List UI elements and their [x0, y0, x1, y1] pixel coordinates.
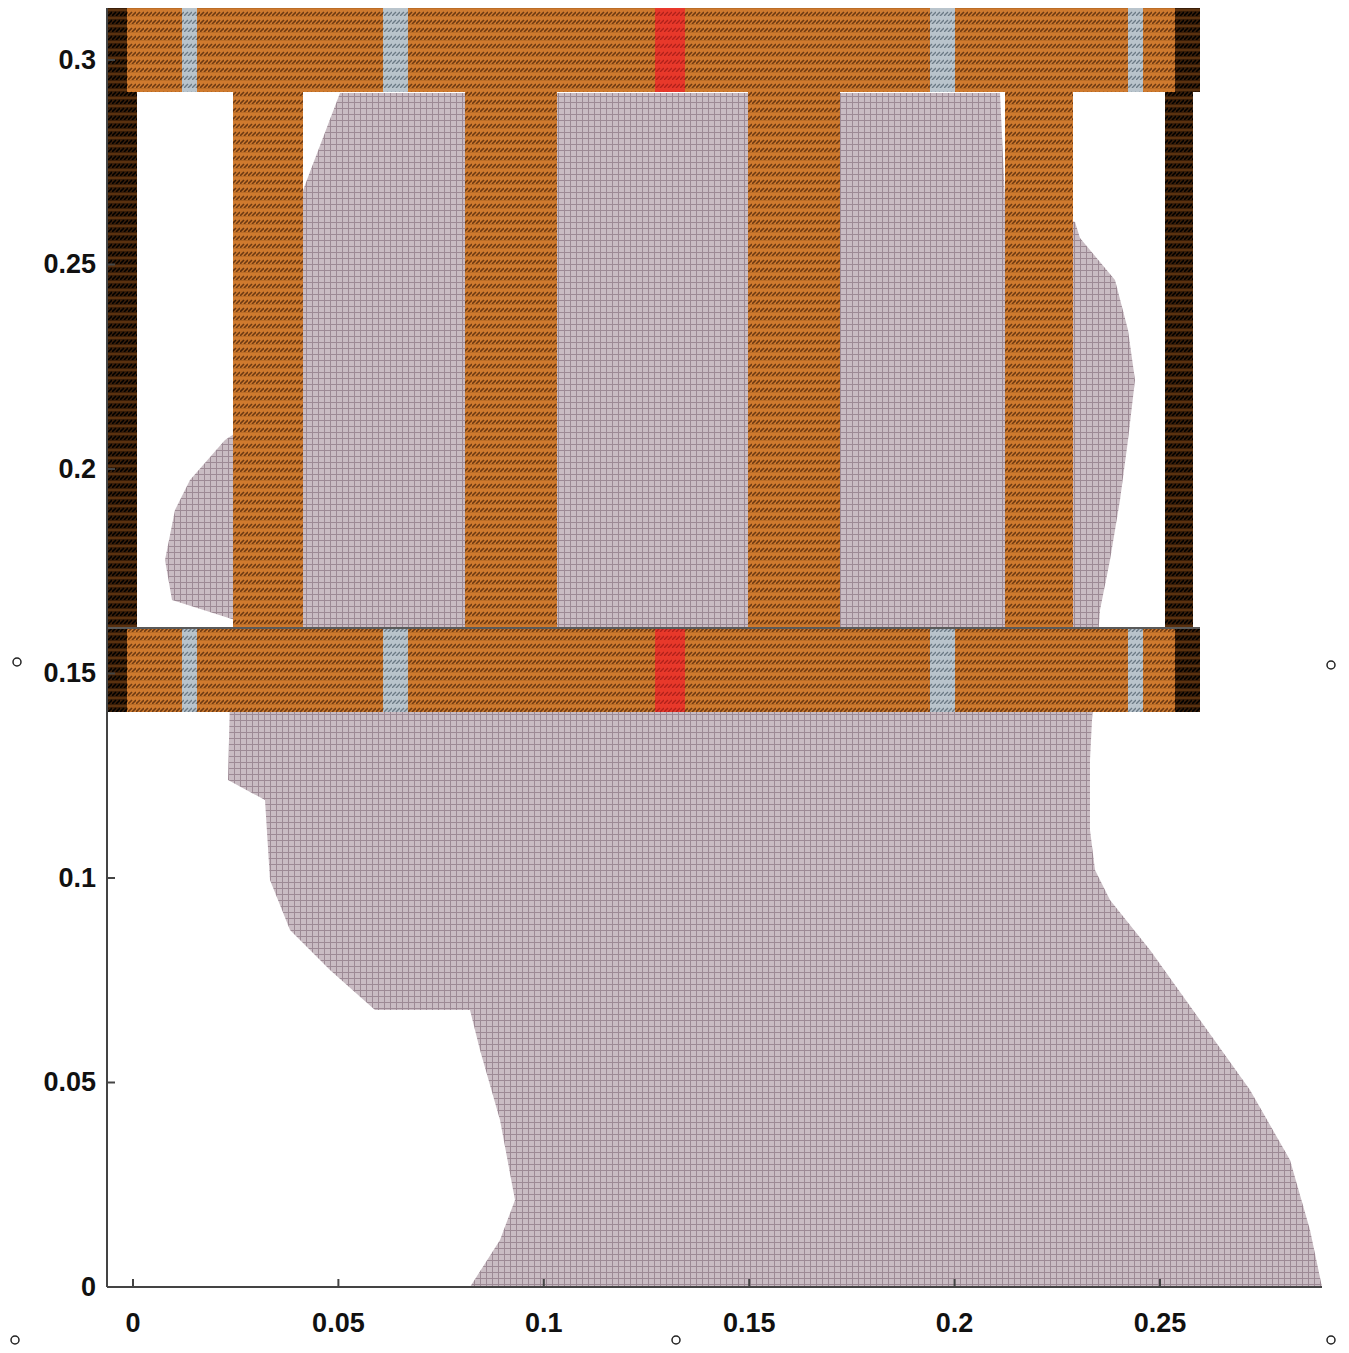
- tick-label: 0.3: [58, 47, 96, 74]
- tick-label: 0.1: [525, 1310, 563, 1337]
- tick-label: 0: [125, 1310, 140, 1337]
- tick-label: 0.05: [43, 1069, 96, 1096]
- tick-label: 0.05: [312, 1310, 365, 1337]
- corner-markers: [11, 658, 1335, 1344]
- tick-label: 0.2: [936, 1310, 974, 1337]
- tick-label: 0.25: [1134, 1310, 1187, 1337]
- tick-label: 0.15: [723, 1310, 776, 1337]
- tick-marks: [107, 60, 1160, 1287]
- coil: [107, 8, 1200, 712]
- tick-label: 0.15: [43, 660, 96, 687]
- tick-label: 0: [81, 1274, 96, 1301]
- tick-label: 0.1: [58, 865, 96, 892]
- axes: [107, 8, 1322, 1287]
- tick-label: 0.25: [43, 251, 96, 278]
- tick-label: 0.2: [58, 456, 96, 483]
